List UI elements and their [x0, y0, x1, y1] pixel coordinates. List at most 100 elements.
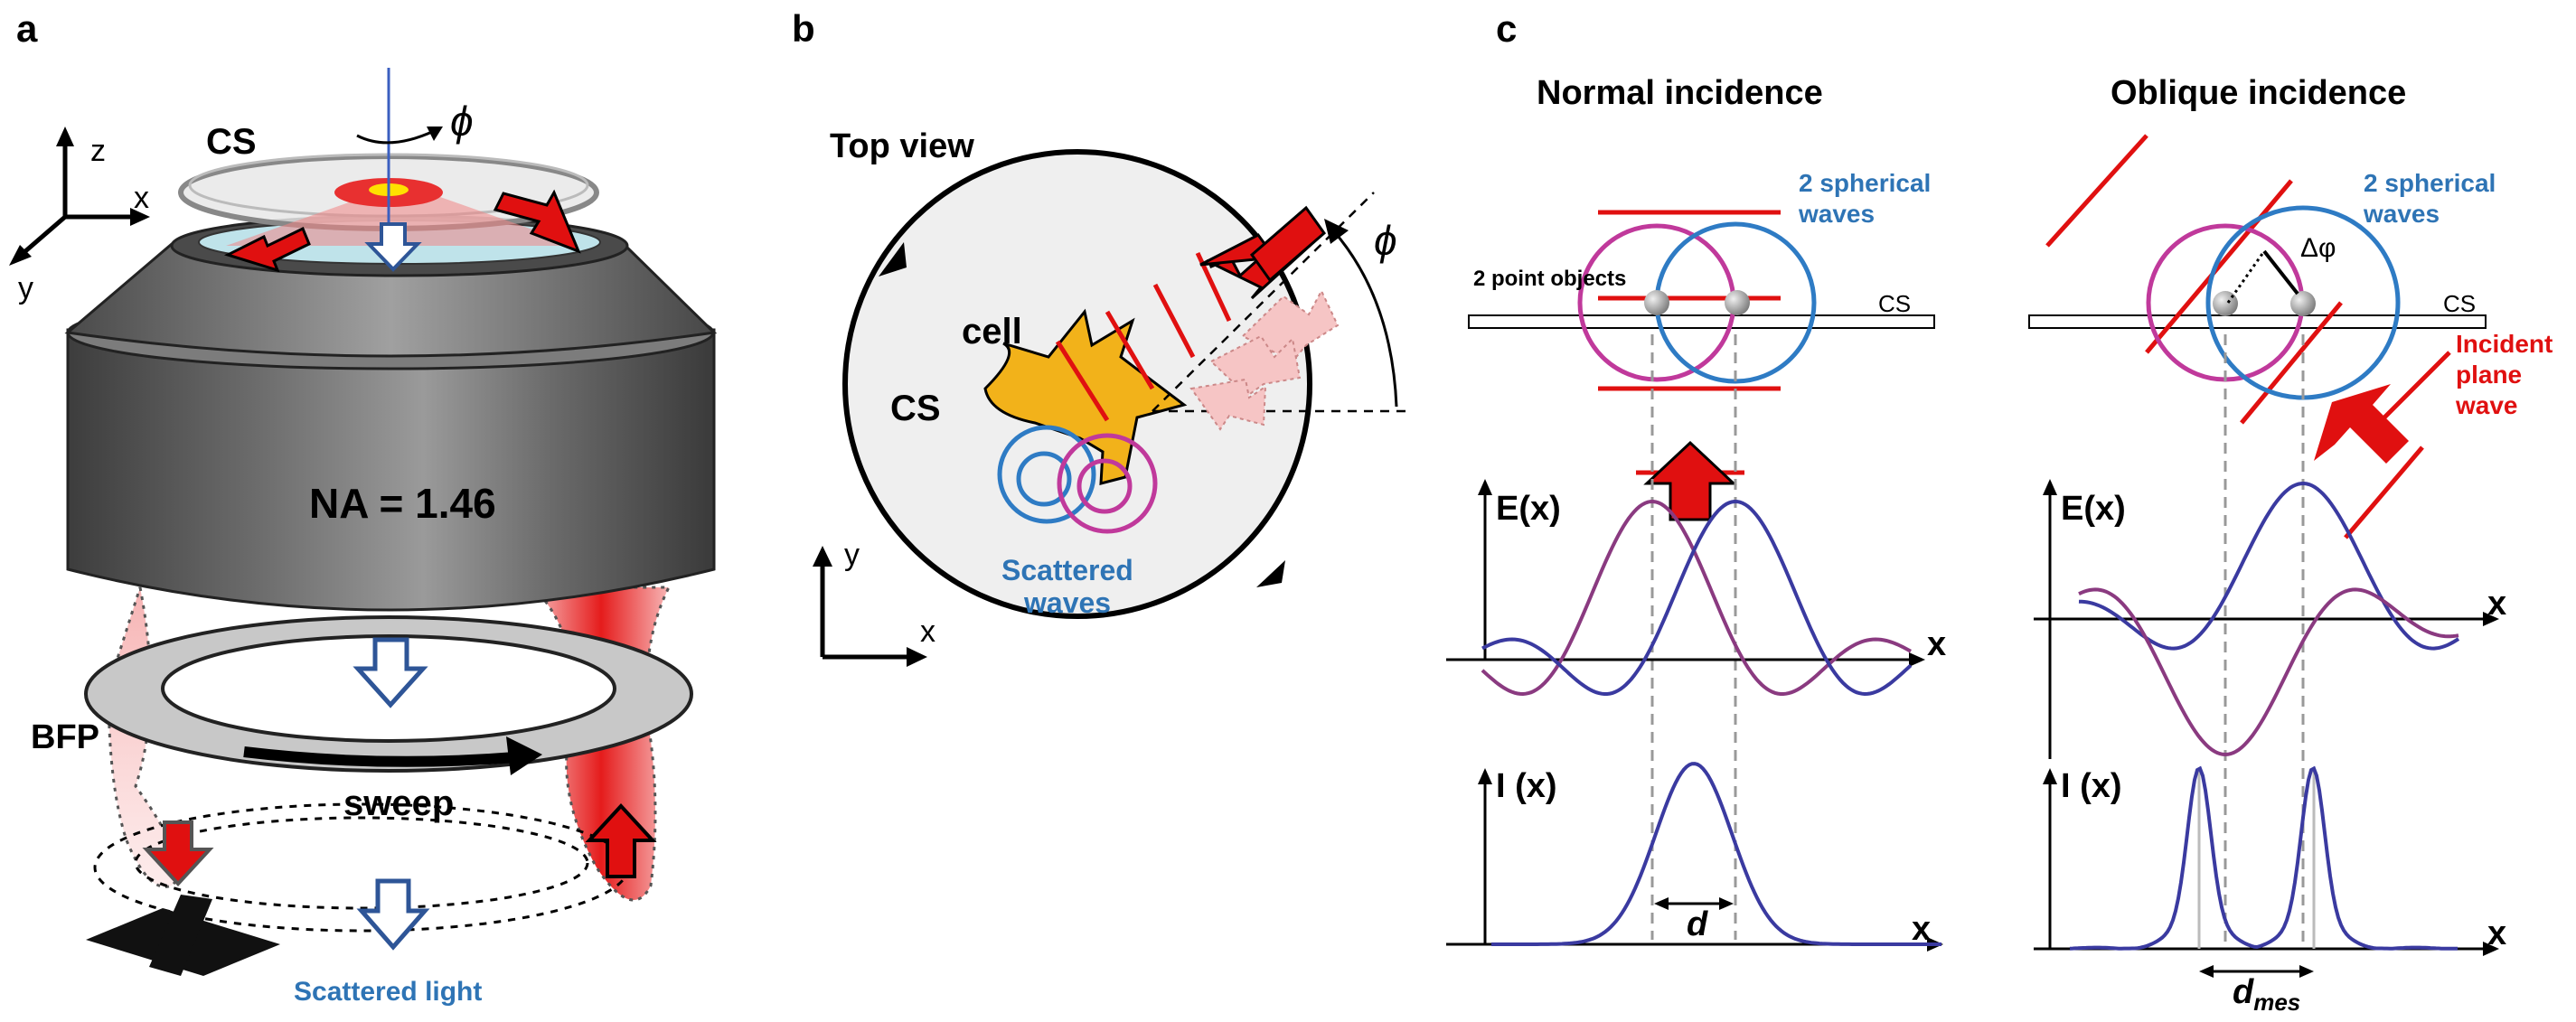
scatter-wave-magenta-inner [1076, 458, 1133, 514]
cell-label: cell [962, 312, 1022, 352]
sweep-arrowhead [506, 736, 542, 775]
panel-label-b: b [792, 7, 815, 50]
wavefronts-oblique [2045, 134, 2424, 539]
point-object-2-normal [1725, 290, 1750, 315]
point-object-1-oblique [2213, 291, 2238, 316]
y-arrowhead [9, 245, 32, 266]
i-axis-label-oblique: I (x) [2061, 767, 2122, 805]
e-x-arrowhead-normal [1909, 652, 1925, 667]
illumination-cone [226, 192, 578, 246]
z-arrowhead [56, 127, 74, 146]
scattered-waves-line1: Scattered [1001, 554, 1133, 586]
incident-label-line1: Incident [2456, 330, 2552, 358]
phi-label-a: ϕ [450, 98, 474, 145]
e-x-label-oblique: x [2487, 585, 2506, 623]
axis-label-x: x [134, 181, 149, 215]
na-label: NA = 1.46 [309, 480, 496, 527]
dmes-arrowhead-right [2299, 965, 2314, 978]
e-x-label-normal: x [1927, 625, 1946, 663]
e-curve-purple-normal [1481, 499, 1912, 697]
axis-label-z: z [90, 134, 106, 168]
e-axis-label-oblique: E(x) [2061, 490, 2126, 528]
objective-cone [64, 242, 718, 358]
dmes-label: dmes [2233, 973, 2300, 1016]
d-arrowhead-left [1654, 897, 1669, 910]
oblique-incidence: Oblique incidence Δφ 2 spherical waves C… [2028, 74, 2552, 1016]
e-curve-blue-oblique [2078, 481, 2460, 651]
sweep-label: sweep [343, 783, 454, 823]
cs-label-normal: CS [1878, 290, 1911, 317]
spherical-waves-line1-normal: 2 spherical [1799, 169, 1931, 197]
coverslip-normal [1468, 314, 1935, 329]
rotation-arrow [356, 129, 435, 145]
normal-incidence: Normal incidence 2 point objects 2 spher… [1446, 74, 1946, 952]
axes-xyz [16, 140, 136, 259]
e-curve-purple-oblique [2078, 587, 2459, 757]
beam-block-cross [86, 895, 280, 976]
spherical-waves-line2-normal: waves [1798, 200, 1875, 228]
incident-arrow-oblique [2314, 384, 2409, 464]
coverslip-oblique [2028, 314, 2487, 329]
normal-title: Normal incidence [1537, 74, 1823, 112]
point-objects-label: 2 point objects [1473, 267, 1626, 291]
cs-label-b: CS [890, 389, 941, 428]
i-x-label-oblique: x [2487, 914, 2506, 952]
phi-arc-arrowhead [1324, 219, 1349, 244]
axis-label-y: y [18, 271, 33, 305]
dmes-main: d [2233, 973, 2254, 1011]
scatter-arrow-middle [353, 637, 428, 708]
e-axis-arrowhead-oblique [2043, 479, 2057, 495]
objective-body [66, 328, 716, 612]
dmes-arrowhead-left [2199, 965, 2214, 978]
i-axis-label-normal: I (x) [1496, 767, 1557, 805]
point-object-2-oblique [2290, 291, 2316, 316]
scatter-wave-blue-inner [1016, 451, 1072, 507]
phase-guide-oblique [2226, 250, 2266, 304]
i-axis-arrowhead-oblique [2043, 768, 2057, 784]
scatter-wave-blue-outer [997, 425, 1096, 524]
axes-xy-b [820, 560, 913, 660]
delta-phi-label: Δφ [2300, 233, 2336, 263]
rotation-arrowhead [427, 127, 443, 141]
phase-segment-oblique [2262, 249, 2299, 295]
d-arrowhead-right [1719, 897, 1734, 910]
incident-arrow-right [493, 189, 581, 254]
cell-shape [983, 308, 1188, 485]
y-arrowhead-b [813, 546, 832, 567]
panel-label-c: c [1496, 7, 1517, 50]
cs-label-oblique: CS [2443, 290, 2476, 317]
sweep-arrow-shaft [243, 746, 516, 767]
wavefronts-normal [1598, 210, 1781, 475]
panel-b: b Top view CS cell Scattered waves ϕ [792, 7, 1410, 667]
phi-arc-b [1331, 230, 1398, 408]
e-curve-blue-normal [1481, 499, 1913, 697]
faded-arrows [1189, 288, 1340, 431]
cs-label-a: CS [206, 122, 257, 162]
i-curve-normal [1491, 762, 1941, 946]
sweep-ellipse-inner [134, 816, 589, 910]
panel-c: c Normal incidence 2 point objects 2 sph… [1446, 7, 2552, 1016]
scattered-waves-line2: waves [1023, 586, 1111, 619]
incidence-direction-line [1152, 192, 1375, 412]
rotation-arrowhead-lower [1256, 560, 1285, 587]
reflected-arrow-left [223, 226, 311, 273]
i-x-arrowhead-oblique [2483, 942, 2499, 956]
panel-label-a: a [16, 7, 38, 50]
scatter-arrow-top [364, 222, 422, 272]
phi-label-b: ϕ [1374, 217, 1397, 264]
axis-label-x-b: x [920, 614, 935, 649]
incident-arrow-normal [1643, 440, 1737, 521]
x-arrowhead-b [907, 647, 927, 667]
beam-arrow-right-up [585, 803, 657, 878]
d-label: d [1687, 905, 1708, 943]
scatter-arrow-bottom [356, 878, 430, 951]
beam-arrow-left-down [142, 820, 214, 886]
scatter-wave-magenta-outer [1057, 433, 1158, 534]
e-x-arrowhead-oblique [2483, 612, 2499, 626]
point-object-1-normal [1644, 290, 1669, 315]
i-axis-arrowhead-normal [1478, 768, 1492, 784]
spherical-waves-line2-oblique: waves [2363, 200, 2440, 228]
dmes-subscript: mes [2253, 989, 2300, 1016]
bfp-label: BFP [31, 718, 99, 756]
